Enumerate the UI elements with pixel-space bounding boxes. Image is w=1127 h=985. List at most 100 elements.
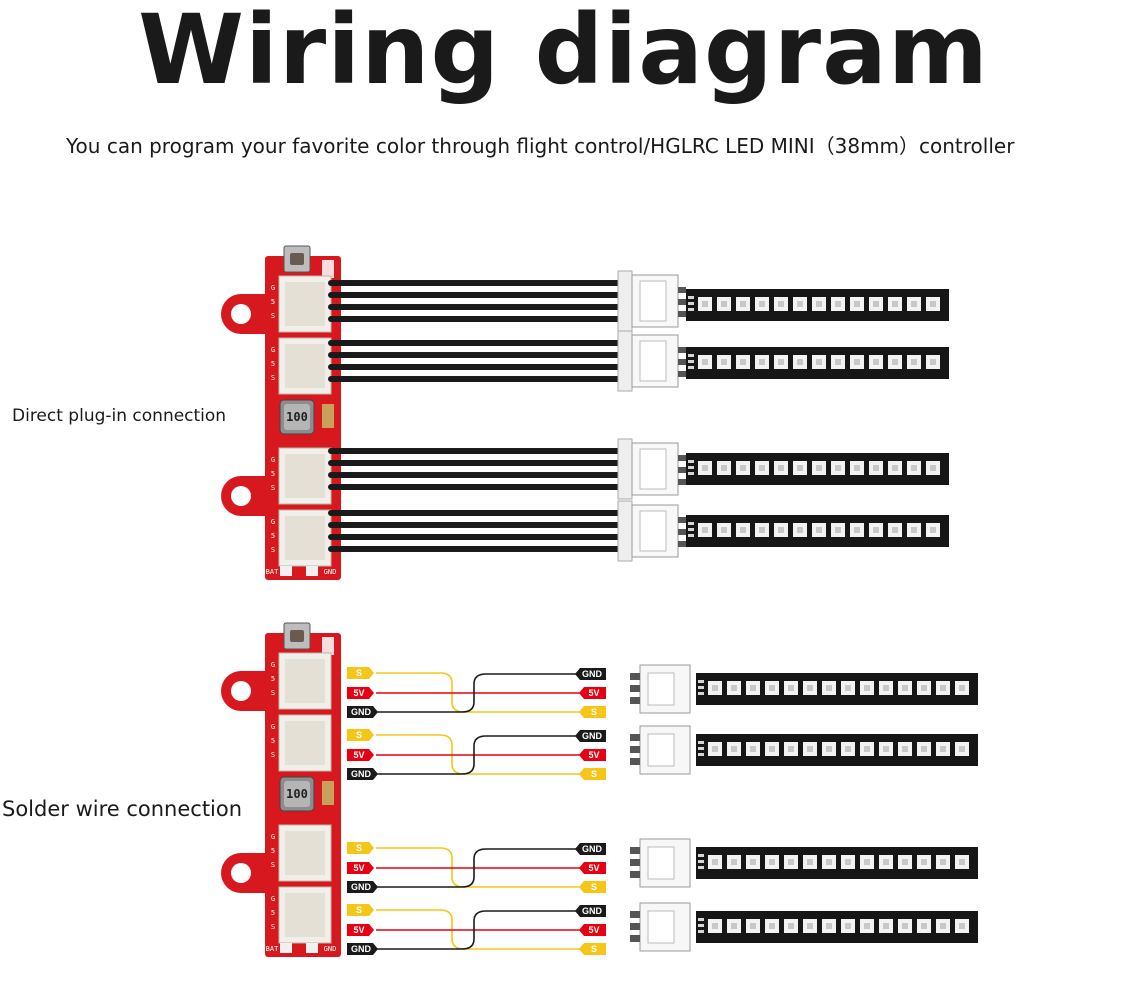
mounting-hole bbox=[231, 486, 251, 506]
pin-label: 5V bbox=[353, 688, 364, 698]
pin-label: S bbox=[591, 944, 597, 954]
pad-label: S bbox=[271, 751, 275, 759]
cable-1 bbox=[328, 270, 686, 332]
led-strip-solder-1 bbox=[630, 664, 978, 714]
pad-label: 5 bbox=[271, 298, 275, 306]
pin-tag-5v: 5V bbox=[347, 749, 374, 761]
pad-label: G bbox=[271, 284, 275, 292]
pad-label: S bbox=[271, 861, 275, 869]
pin-label: GND bbox=[351, 769, 372, 779]
pad-label: G bbox=[271, 456, 275, 464]
pin-label: 5V bbox=[588, 688, 599, 698]
pin-tag-gnd: GND bbox=[575, 730, 606, 742]
pin-label: 5V bbox=[353, 750, 364, 760]
pin-tag-5v: 5V bbox=[579, 687, 606, 699]
ground-wire bbox=[376, 910, 580, 950]
pad-label: S bbox=[271, 923, 275, 931]
ground-wire bbox=[376, 673, 580, 713]
pad-label: S bbox=[271, 689, 275, 697]
pin-label: GND bbox=[351, 882, 372, 892]
led-strip-solder-3 bbox=[630, 838, 978, 888]
pad-label: 5 bbox=[271, 847, 275, 855]
pin-tag-gnd: GND bbox=[575, 668, 606, 680]
pin-label: GND bbox=[582, 906, 603, 916]
cable-plug bbox=[617, 500, 633, 562]
inductor-label: 100 bbox=[286, 410, 308, 424]
pin-label: GND bbox=[582, 731, 603, 741]
ground-wire bbox=[376, 735, 580, 775]
page-title: Wiring diagram bbox=[138, 0, 989, 106]
pad-label: S bbox=[271, 546, 275, 554]
pad-label: 5 bbox=[271, 675, 275, 683]
pin-tag-s: S bbox=[579, 706, 606, 718]
led-indicator bbox=[322, 260, 334, 278]
solder-wire-label: Solder wire connection bbox=[2, 797, 243, 821]
pin-tag-5v: 5V bbox=[347, 687, 374, 699]
cable-plug bbox=[617, 270, 633, 332]
pin-label: 5V bbox=[588, 750, 599, 760]
pad-label: 5 bbox=[271, 909, 275, 917]
pin-label: 5V bbox=[353, 863, 364, 873]
pin-label: GND bbox=[582, 844, 603, 854]
pad-label: S bbox=[271, 374, 275, 382]
pin-tag-5v: 5V bbox=[347, 862, 374, 874]
pin-tag-s: S bbox=[347, 667, 374, 679]
pad-label: G bbox=[271, 661, 275, 669]
pin-tag-s: S bbox=[579, 881, 606, 893]
pin-tag-5v: 5V bbox=[579, 749, 606, 761]
led-strip-direct-3 bbox=[686, 453, 949, 485]
solder-group-2: S 5V GND GND 5V S bbox=[347, 729, 606, 780]
capacitor bbox=[322, 781, 334, 805]
pad-label: G bbox=[271, 833, 275, 841]
pin-label: 5V bbox=[588, 863, 599, 873]
pad-label: G bbox=[271, 346, 275, 354]
inductor-label: 100 bbox=[286, 787, 308, 801]
pin-label: S bbox=[356, 730, 362, 740]
pad-label: 5 bbox=[271, 532, 275, 540]
pin-tag-s: S bbox=[347, 904, 374, 916]
bat-label: BAT bbox=[266, 568, 279, 576]
mounting-hole bbox=[231, 304, 251, 324]
pin-tag-gnd: GND bbox=[575, 843, 606, 855]
pad-label: S bbox=[271, 484, 275, 492]
gnd-pad bbox=[306, 943, 318, 953]
pin-tag-5v: 5V bbox=[579, 862, 606, 874]
bat-label: BAT bbox=[266, 945, 279, 953]
pin-tag-gnd: GND bbox=[347, 881, 378, 893]
pin-label: S bbox=[356, 843, 362, 853]
pad-label: S bbox=[271, 312, 275, 320]
pad-label: G bbox=[271, 723, 275, 731]
led-strip-direct-2 bbox=[686, 347, 949, 379]
led-strip-solder-4 bbox=[630, 902, 978, 952]
pin-label: GND bbox=[582, 669, 603, 679]
led-strip-direct-1 bbox=[686, 289, 949, 321]
pin-tag-gnd: GND bbox=[347, 943, 378, 955]
pin-label: S bbox=[591, 707, 597, 717]
pin-tag-5v: 5V bbox=[579, 924, 606, 936]
pad-label: 5 bbox=[271, 470, 275, 478]
pin-label: 5V bbox=[588, 925, 599, 935]
pin-label: S bbox=[356, 668, 362, 678]
pin-tag-5v: 5V bbox=[347, 924, 374, 936]
pin-label: S bbox=[591, 769, 597, 779]
pad-label: G bbox=[271, 518, 275, 526]
cable-plug bbox=[617, 438, 633, 500]
bat-pad bbox=[280, 943, 292, 953]
mounting-hole bbox=[231, 863, 251, 883]
solder-group-3: S 5V GND GND 5V S bbox=[347, 842, 606, 893]
pin-tag-gnd: GND bbox=[347, 706, 378, 718]
gnd-label: GND bbox=[324, 945, 337, 953]
cable-4 bbox=[328, 500, 686, 562]
direct-plugin-label: Direct plug-in connection bbox=[12, 406, 227, 426]
pin-label: S bbox=[356, 905, 362, 915]
pin-tag-s: S bbox=[579, 768, 606, 780]
pad-label: 5 bbox=[271, 737, 275, 745]
pin-tag-s: S bbox=[347, 729, 374, 741]
pin-tag-gnd: GND bbox=[347, 768, 378, 780]
led-strip-direct-4 bbox=[686, 515, 949, 547]
pin-label: S bbox=[591, 882, 597, 892]
pin-label: 5V bbox=[353, 925, 364, 935]
pin-tag-s: S bbox=[579, 943, 606, 955]
